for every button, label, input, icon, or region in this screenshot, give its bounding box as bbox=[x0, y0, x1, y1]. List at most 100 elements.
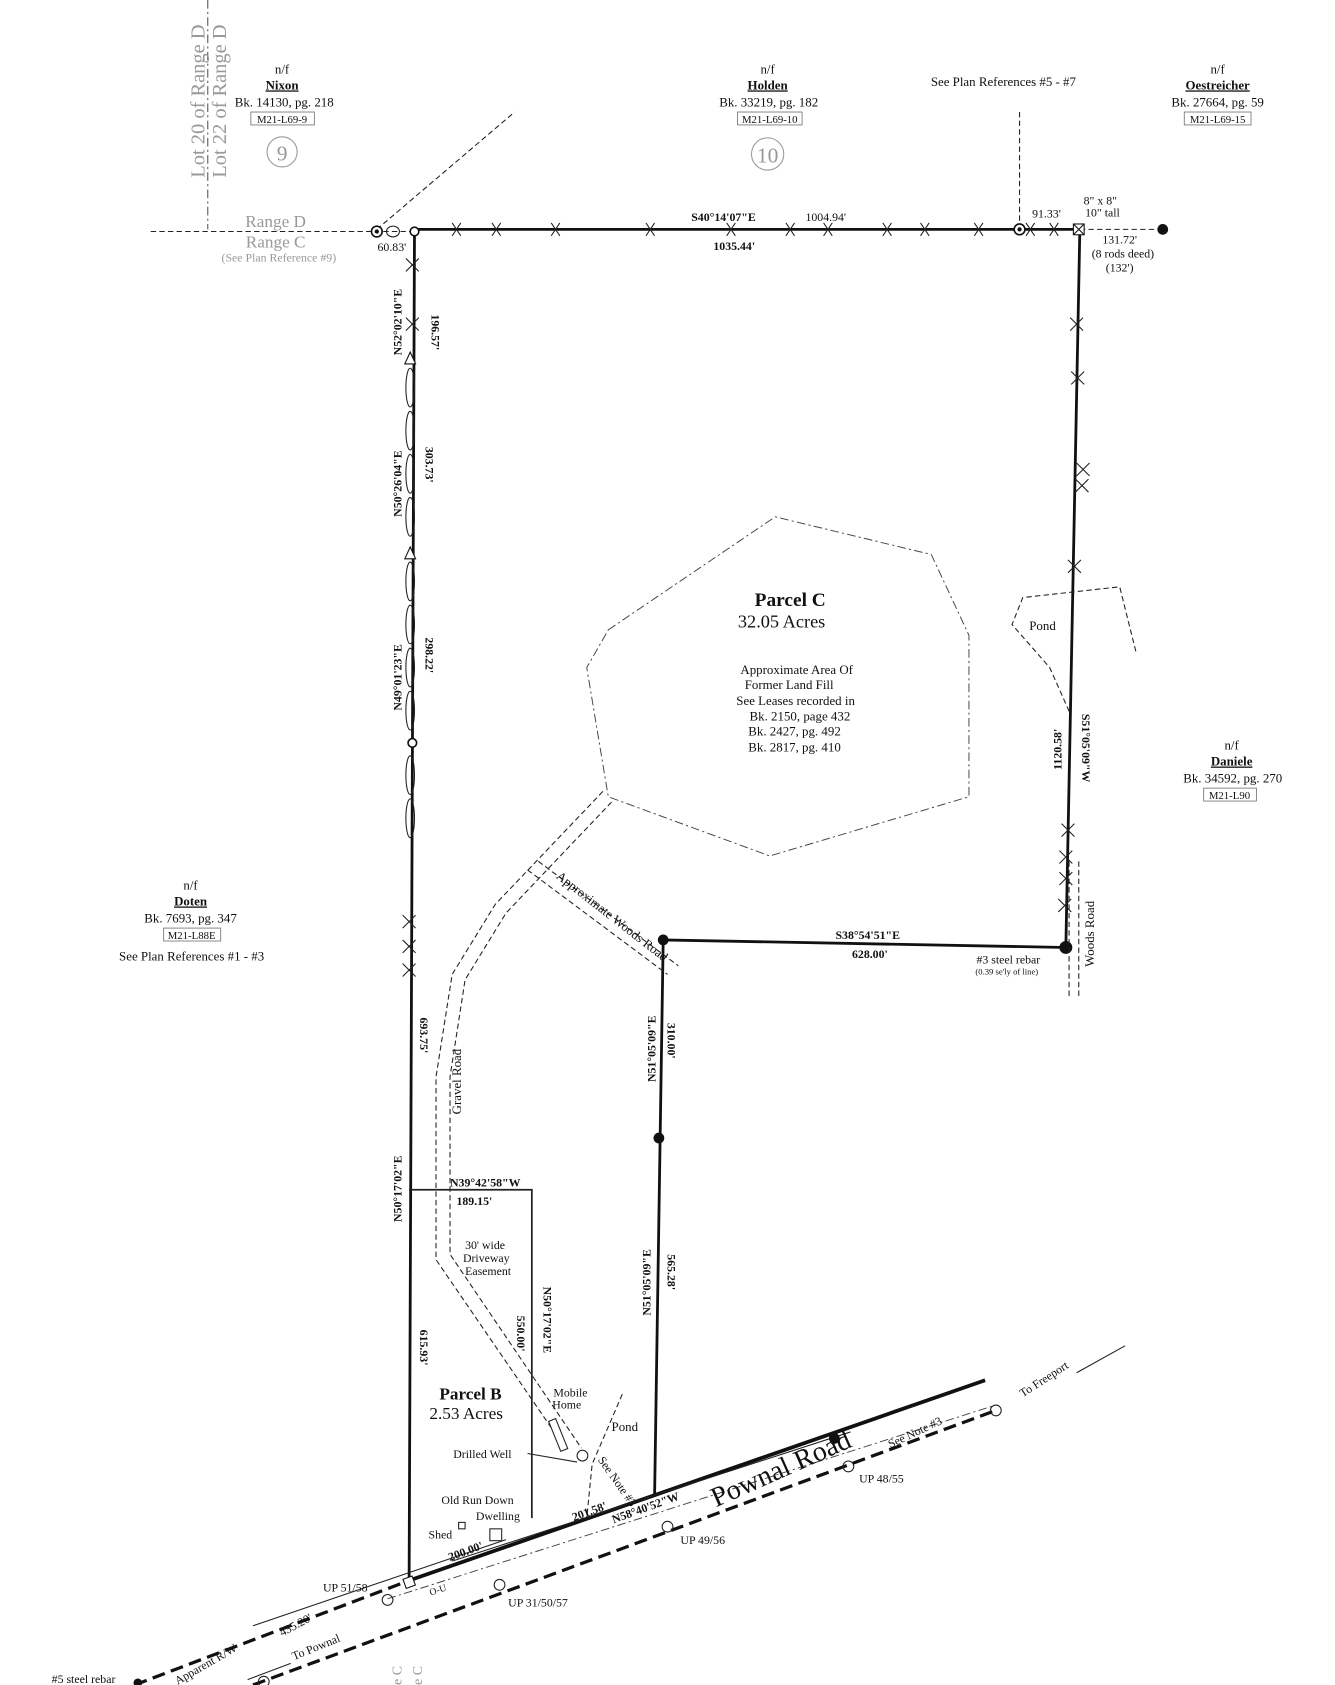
neighbor-line bbox=[376, 111, 515, 230]
mobile-home-label: Home bbox=[552, 1397, 581, 1411]
distance: 201.58' bbox=[570, 1499, 608, 1524]
plan-references-5-7: See Plan References #5 - #7 bbox=[931, 74, 1077, 89]
deed-ref: Bk. 33219, pg. 182 bbox=[719, 95, 818, 110]
apparent-rw-line bbox=[134, 1579, 410, 1685]
neighbor-doten: n/f Doten Bk. 7693, pg. 347 M21-L88E See… bbox=[119, 877, 264, 963]
distance: 298.22' bbox=[422, 637, 436, 673]
woods-road bbox=[527, 860, 1080, 996]
bearing: N51°05'09"E bbox=[639, 1249, 653, 1316]
direction-label: To Pownal bbox=[290, 1631, 343, 1663]
owner-name: Holden bbox=[748, 77, 788, 92]
post-size: 8" x 8" bbox=[1084, 194, 1117, 208]
shed-icon bbox=[458, 1521, 466, 1530]
gravel-road-label: Gravel Road bbox=[449, 1048, 464, 1114]
note-line: Bk. 2817, pg. 410 bbox=[748, 740, 841, 755]
road-edge bbox=[252, 1539, 507, 1627]
nf-label: n/f bbox=[760, 61, 775, 76]
easement-label: Easement bbox=[465, 1264, 512, 1278]
map-lot-id: M21-L69-9 bbox=[257, 114, 307, 126]
bearing: N39°42'58"W bbox=[450, 1175, 521, 1189]
lot-22-label: Lot 22 of Range D bbox=[209, 24, 231, 177]
distance: 435.20' bbox=[277, 1611, 314, 1640]
mobile-home-label: Mobile bbox=[553, 1385, 587, 1399]
road-edge bbox=[452, 1431, 851, 1562]
rebar-label: #3 steel rebar bbox=[976, 953, 1040, 967]
deed-distance: (132') bbox=[1106, 260, 1134, 274]
to-freeport-arrow bbox=[1076, 1345, 1126, 1374]
fence-marks bbox=[402, 222, 1090, 977]
parcel-c-area: 32.05 Acres bbox=[738, 612, 825, 632]
distance: 1035.44' bbox=[713, 239, 755, 253]
road-frontage-line bbox=[408, 1378, 986, 1583]
pond-outline bbox=[1011, 586, 1137, 717]
parcel-c-boundary bbox=[414, 227, 1082, 1497]
parcel-c-title: Parcel C bbox=[755, 590, 826, 611]
bearing: N50°17'02"E bbox=[391, 1155, 405, 1222]
rebar-note: (0.39 se'ly of line) bbox=[975, 966, 1038, 976]
landfill-notes: Approximate Area Of Former Land Fill See… bbox=[736, 662, 855, 755]
utility-pole-label: UP 49/56 bbox=[680, 1533, 725, 1547]
distance: 615.93' bbox=[417, 1330, 431, 1366]
leader-line bbox=[527, 1452, 578, 1463]
deed-distance: 1004.94' bbox=[805, 210, 846, 224]
distance: 189.15' bbox=[456, 1194, 492, 1208]
distance: 565.28' bbox=[665, 1254, 679, 1290]
map-lot-id: M21-L90 bbox=[1209, 790, 1250, 802]
dwelling-icon bbox=[489, 1528, 503, 1542]
neighbor-daniele: n/f Daniele Bk. 34592, pg. 270 M21-L90 bbox=[1183, 737, 1282, 802]
range-reference: (See Plan Reference #9) bbox=[222, 251, 337, 265]
mobile-home-icon bbox=[547, 1417, 569, 1453]
rebar-label: #5 steel rebar bbox=[52, 1672, 116, 1685]
landfill-area bbox=[586, 516, 970, 857]
plan-references-note: See Plan References #1 - #3 bbox=[119, 948, 264, 963]
monuments bbox=[133, 223, 1169, 1685]
bearing: S40°14'07"E bbox=[691, 210, 756, 224]
pond-outline bbox=[586, 1394, 623, 1519]
note-line: Approximate Area Of bbox=[740, 662, 853, 677]
pond-label: Pond bbox=[612, 1419, 639, 1434]
lot-number: 9 bbox=[277, 141, 288, 165]
nf-label: n/f bbox=[275, 61, 290, 76]
deed-ref: Bk. 7693, pg. 347 bbox=[144, 911, 237, 926]
note-line: Bk. 2150, page 432 bbox=[750, 708, 851, 723]
note-line: Bk. 2427, pg. 492 bbox=[748, 723, 841, 738]
west-boundary bbox=[407, 229, 416, 1581]
utility-pole-label: UP 48/55 bbox=[859, 1472, 904, 1486]
rw-label: Apparent R/W bbox=[172, 1640, 240, 1685]
distance: 196.57' bbox=[429, 314, 443, 350]
parcel-b-area: 2.53 Acres bbox=[429, 1404, 503, 1423]
lot-20-label: Lot 20 of Range D bbox=[188, 24, 210, 177]
overhead-utility-line bbox=[387, 1404, 997, 1600]
note-line: See Leases recorded in bbox=[736, 693, 855, 708]
bearing: N52°02'10"E bbox=[391, 289, 405, 356]
woods-road-label: Approximate Woods Road bbox=[554, 868, 672, 965]
gravel-road bbox=[435, 790, 612, 1449]
overhead-utility-label: O-U bbox=[428, 1583, 448, 1599]
to-pownal-arrow bbox=[247, 1662, 291, 1681]
direction-label: To Freeport bbox=[1017, 1358, 1072, 1400]
range-c-label: Range C bbox=[246, 233, 306, 252]
post-height: 10" tall bbox=[1085, 205, 1120, 219]
nf-label: n/f bbox=[1224, 737, 1239, 752]
range-c-fragment: e C bbox=[391, 1666, 406, 1685]
distance: 628.00' bbox=[852, 947, 888, 961]
well-label: Drilled Well bbox=[453, 1447, 512, 1461]
bearing: S38°54'51"E bbox=[835, 928, 900, 942]
note-line: Former Land Fill bbox=[745, 677, 834, 692]
distance: 693.75' bbox=[417, 1017, 431, 1053]
dwelling-label: Old Run Down bbox=[441, 1493, 513, 1507]
neighbor-holden: n/f Holden Bk. 33219, pg. 182 M21-L69-10… bbox=[719, 61, 818, 171]
neighbor-oestreicher: n/f Oestreicher Bk. 27664, pg. 59 M21-L6… bbox=[1171, 61, 1264, 126]
pond-label: Pond bbox=[1029, 618, 1056, 633]
bearing: N50°26'04"E bbox=[391, 450, 405, 517]
distance: 1120.58' bbox=[1051, 729, 1065, 770]
map-lot-id: M21-L69-10 bbox=[742, 114, 798, 126]
range-c-fragment: e C bbox=[411, 1666, 426, 1685]
owner-name: Nixon bbox=[266, 77, 299, 92]
deed-ref: Bk. 14130, pg. 218 bbox=[235, 95, 334, 110]
road-south-rw bbox=[252, 1408, 997, 1685]
map-lot-id: M21-L88E bbox=[168, 930, 216, 942]
distance: 131.72' bbox=[1102, 232, 1137, 246]
distance: 303.73' bbox=[422, 447, 436, 483]
